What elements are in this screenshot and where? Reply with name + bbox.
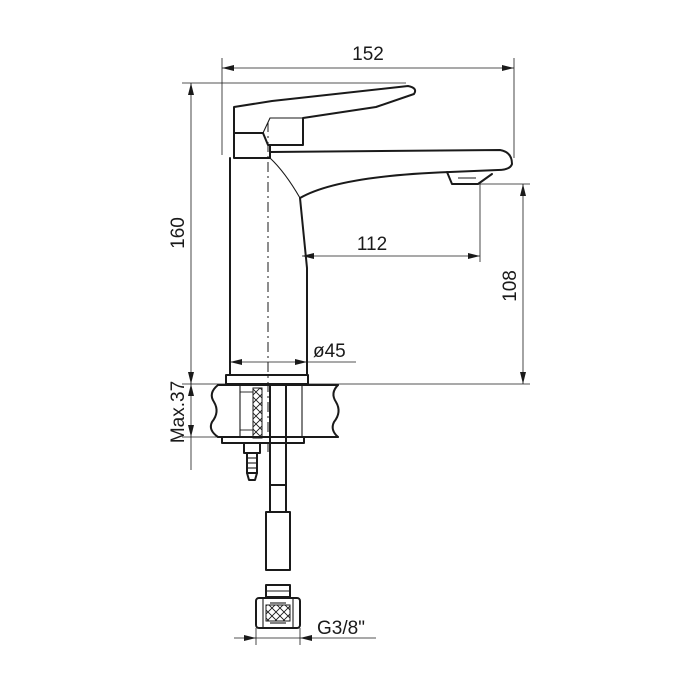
dim-108-label: 108 [500,270,521,302]
dim-112-label: 112 [357,234,387,255]
threaded-shank [240,387,263,439]
aerator [446,171,493,185]
connection-nut [255,597,301,629]
fixing-nut [243,442,261,454]
dimension-max-deck: Max.37 [168,380,222,470]
dimension-overall-height: 160 [168,82,406,385]
base-flange [225,374,309,385]
dim-45-label: ø45 [313,341,346,362]
dim-g38-label: G3/8" [317,618,365,639]
mounting-hardware [221,384,305,481]
dimension-thread: G3/8" [234,618,376,645]
flexible-hose [255,384,301,629]
faucet-body [225,85,513,452]
countertop-section [209,384,340,438]
dim-max37-label: Max.37 [168,381,189,443]
dim-152-label: 152 [352,44,384,65]
lever-handle [233,85,417,146]
dimension-overall-width: 152 [221,44,515,158]
dimension-base-diameter: ø45 [230,341,356,365]
spout [269,149,513,199]
dim-160-label: 160 [168,217,189,249]
dimension-spout-height: 108 [308,183,530,385]
dimension-spout-reach: 112 [302,184,481,262]
mounting-plate [221,436,305,444]
